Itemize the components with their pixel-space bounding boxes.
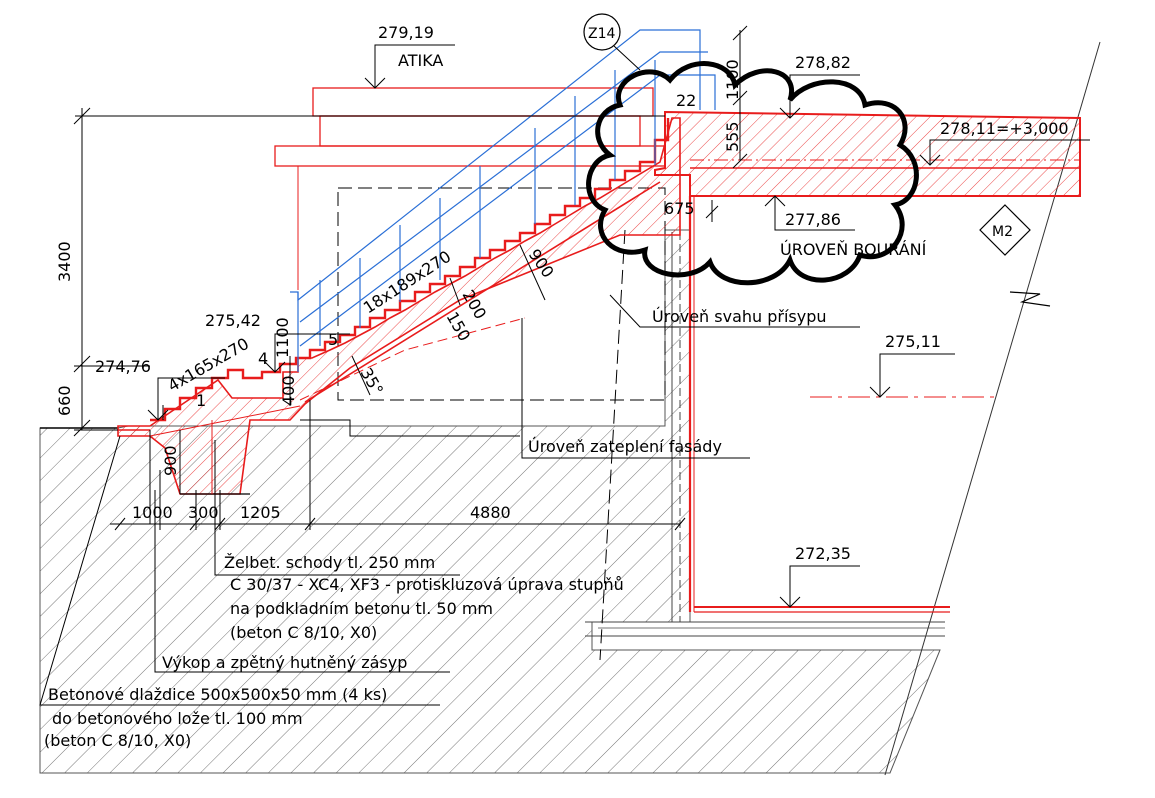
dim-step-22: 22 <box>676 91 696 110</box>
mark-m2: M2 <box>992 224 1013 240</box>
elev-interior: 275,11 <box>885 332 941 351</box>
note-stairs-3: na podkladním betonu tl. 50 mm <box>230 599 493 618</box>
dim-depth-900-lower: 900 <box>161 445 180 476</box>
dim-overhang: 675 <box>664 199 695 218</box>
dim-slab: 555 <box>723 121 742 152</box>
elev-landing: 275,42 <box>205 311 261 330</box>
dim-plan-300: 300 <box>188 503 219 522</box>
label-demolition: ÚROVEŇ BOURÁNÍ <box>780 240 927 259</box>
note-stairs-1: Želbet. schody tl. 250 mm <box>224 553 435 572</box>
detail-mark-z14-leader <box>613 45 641 71</box>
elev-atika: 279,19 <box>378 23 434 42</box>
elev-basement-floor: 272,35 <box>795 544 851 563</box>
dim-railing-upper: 1100 <box>723 59 742 100</box>
foundation-base <box>300 419 520 437</box>
detail-mark-m2 <box>979 204 1031 256</box>
note-leaders <box>39 294 860 706</box>
note-excavation: Výkop a zpětný hutněný zásyp <box>162 653 407 672</box>
dim-height-total: 3400 <box>55 241 74 282</box>
railing <box>290 29 716 372</box>
dim-slab-400: 400 <box>279 375 298 406</box>
note-stairs-4: (beton C 8/10, X0) <box>230 623 377 642</box>
dimension-lines <box>73 25 748 531</box>
detail-mark-z14 <box>583 13 621 51</box>
note-tiles-2: do betonového lože tl. 100 mm <box>52 709 303 728</box>
note-slope-level: Úroveň svahu přísypu <box>652 307 827 326</box>
revision-cloud <box>586 61 919 286</box>
dim-step-1: 1 <box>196 391 206 410</box>
hidden-diagonal <box>599 229 626 661</box>
mark-z14: Z14 <box>588 26 615 42</box>
elevation-markers <box>147 44 1090 608</box>
note-facade-insulation: Úroveň zateplení fasády <box>528 437 722 456</box>
dim-step-4: 4 <box>258 349 268 368</box>
slope-level-line <box>299 317 526 401</box>
note-tiles-3: (beton C 8/10, X0) <box>44 731 191 750</box>
note-tiles-1: Betonové dlaždice 500x500x50 mm (4 ks) <box>48 685 387 704</box>
dim-angle: 35° <box>357 365 388 399</box>
label-atika: ATIKA <box>398 51 443 70</box>
break-symbol <box>1009 291 1051 307</box>
elev-demolition: 277,86 <box>785 210 841 229</box>
dim-step-5: 5 <box>328 330 338 349</box>
dim-plan-1000: 1000 <box>132 503 173 522</box>
basement-wall <box>688 196 950 613</box>
dim-railing-lower: 1100 <box>273 317 292 358</box>
elev-roof-top: 278,82 <box>795 53 851 72</box>
dim-plan-1205: 1205 <box>240 503 281 522</box>
elev-roof-level: 278,11=+3,000 <box>940 119 1069 138</box>
elev-ground: 274,76 <box>95 357 151 376</box>
dim-height-left: 660 <box>55 385 74 416</box>
dim-plan-4880: 4880 <box>470 503 511 522</box>
note-stairs-2: C 30/37 - XC4, XF3 - protiskluzová úprav… <box>230 575 624 594</box>
